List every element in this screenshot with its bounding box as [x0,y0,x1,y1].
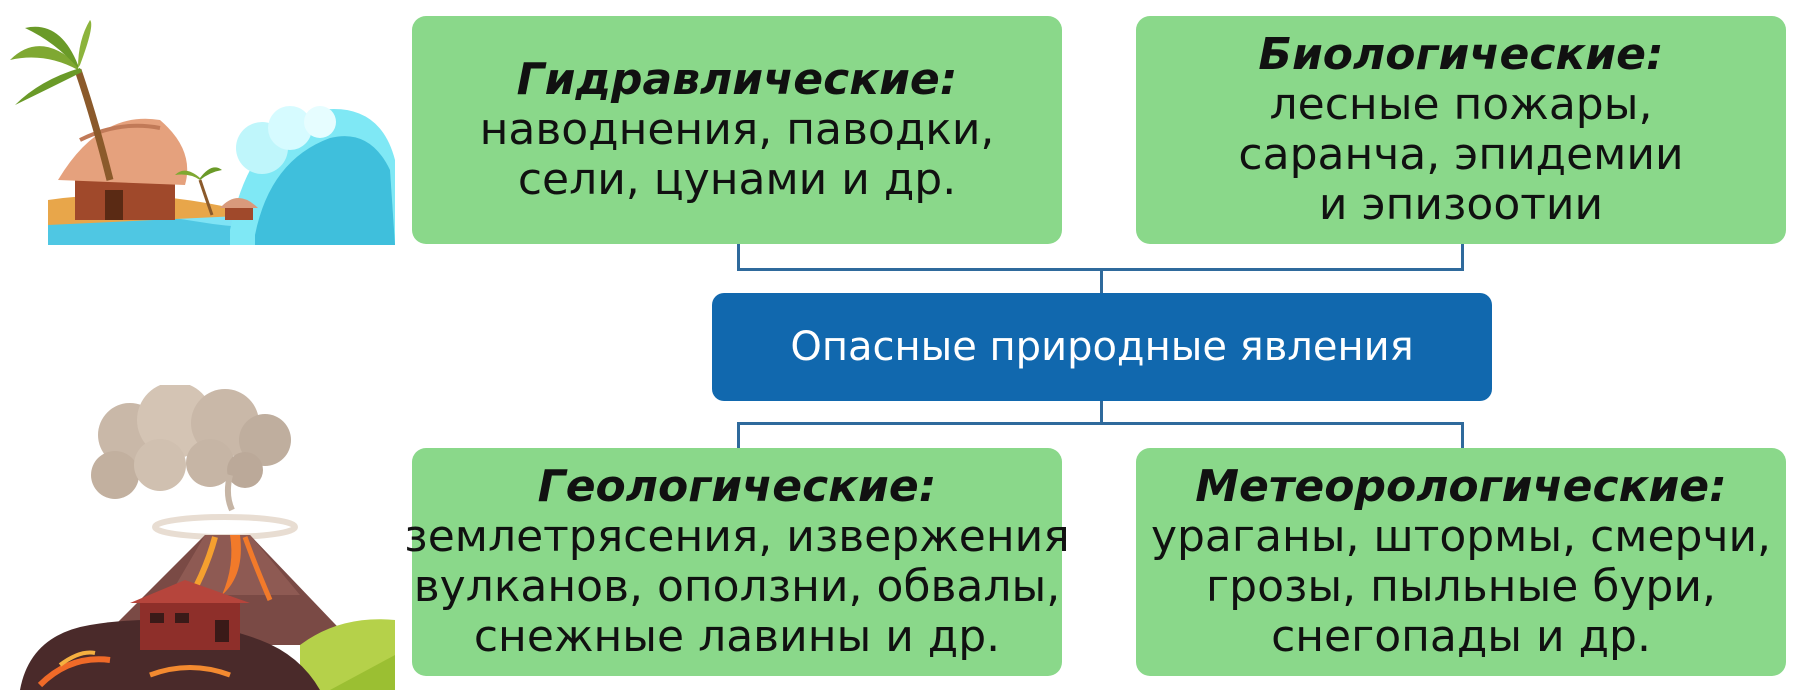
box-text-line: вулканов, оползни, обвалы, [413,561,1061,612]
volcano-illustration [20,385,395,690]
box-title: Биологические: [1258,29,1664,80]
box-text-line: грозы, пыльные бури, [1206,561,1716,612]
box-text-line: лесные пожары, [1269,79,1653,130]
meteorological-box: Метеорологические: ураганы, штормы, смер… [1136,448,1786,676]
hydraulic-box: Гидравлические: наводнения, паводки, сел… [412,16,1062,244]
box-text-line: снегопады и др. [1271,611,1651,662]
box-text-line: наводнения, паводки, [479,104,995,155]
connector-line [1461,242,1464,270]
connector-line [1461,422,1464,450]
center-label: Опасные природные явления [790,324,1414,370]
tsunami-illustration [10,20,395,245]
connector-line [1100,400,1103,424]
box-title: Метеорологические: [1195,461,1727,512]
biological-box: Биологические: лесные пожары, саранча, э… [1136,16,1786,244]
box-text-line: ураганы, штормы, смерчи, [1150,511,1772,562]
connector-line [737,242,740,270]
connector-line [1100,268,1103,294]
connector-line [737,422,1464,425]
box-text-line: сели, цунами и др. [517,154,957,205]
box-text-line: снежные лавины и др. [473,611,1001,662]
box-title: Гидравлические: [516,54,958,105]
box-text-line: саранча, эпидемии [1238,129,1684,180]
connector-line [737,422,740,450]
box-text-line: и эпизоотии [1318,179,1604,230]
box-title: Геологические: [537,461,937,512]
box-text-line: землетрясения, извержения [404,511,1070,562]
geological-box: Геологические: землетрясения, извержения… [404,448,1070,676]
center-node: Опасные природные явления [712,293,1492,401]
